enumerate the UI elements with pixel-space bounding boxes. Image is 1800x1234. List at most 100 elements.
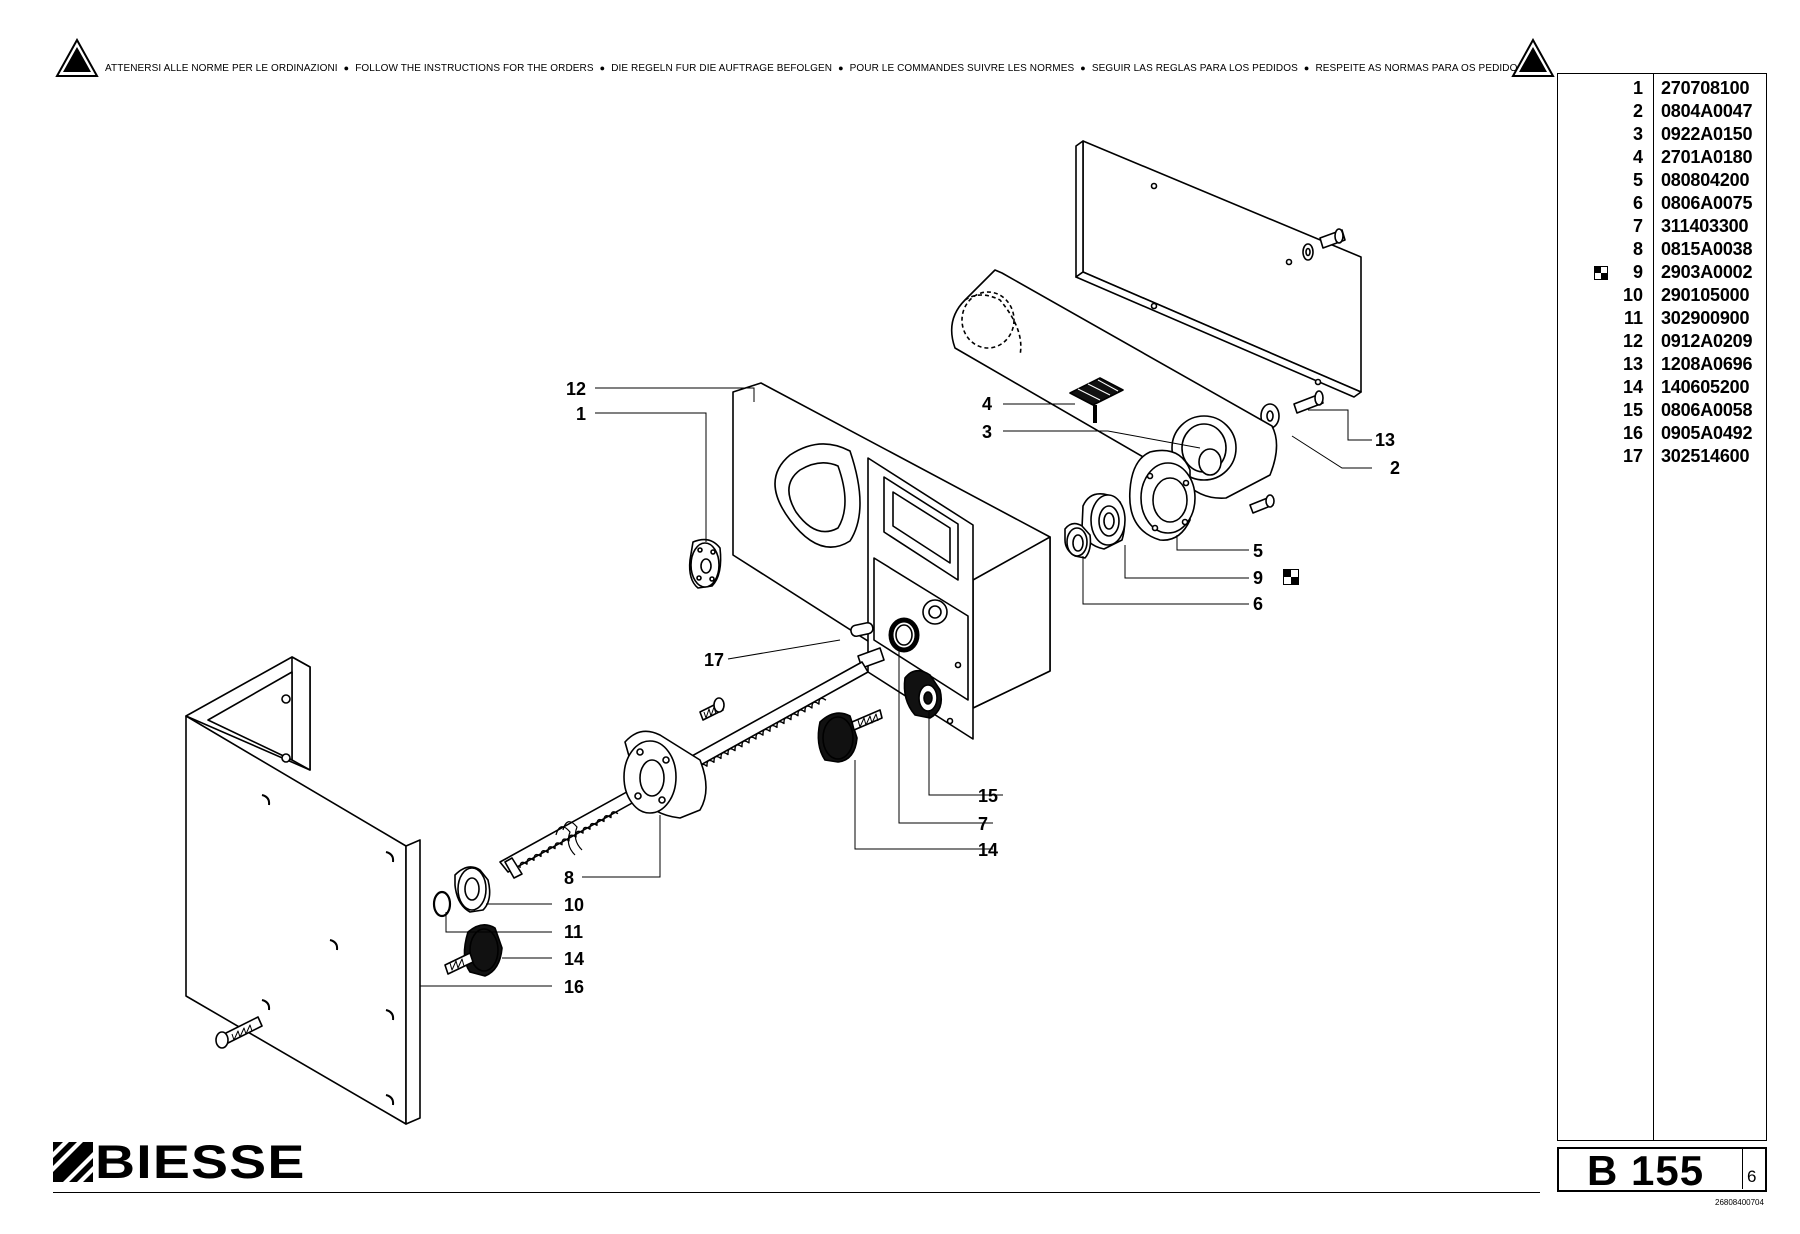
sleeve-drawing: [1064, 522, 1092, 559]
knob-14-lower-drawing: [444, 924, 503, 977]
part-position: 5: [1632, 170, 1643, 190]
part-position: 12: [1622, 331, 1643, 351]
part-position: 10: [1622, 285, 1643, 305]
part-code: 0806A0058: [1661, 400, 1753, 420]
order-instructions-bar: ATTENERSI ALLE NORME PER LE ORDINAZIONI ●…: [55, 38, 1555, 82]
callout-8: 8: [564, 868, 574, 888]
pulley-flange-drawing: [1128, 449, 1196, 541]
part-code: 270708100: [1661, 78, 1750, 98]
callout-2: 2: [1390, 458, 1400, 478]
part-position: 13: [1622, 354, 1643, 374]
part-code: 0912A0209: [1661, 331, 1753, 351]
part-position: 3: [1632, 124, 1643, 144]
instruction-pt: RESPEITE AS NORMAS PARA OS PEDIDOS: [1315, 63, 1525, 74]
callout-4: 4: [982, 394, 992, 414]
part-code: 140605200: [1661, 377, 1750, 397]
snap-ring-drawing: [432, 890, 452, 918]
callout-14-upper: 14: [978, 840, 998, 860]
callout-labels: 12 1 4 3 13 2 5 9 6 17 15 7 14 8 10 11 1…: [564, 379, 1400, 997]
bottom-rule: [53, 1192, 1540, 1193]
part-code: 0804A0047: [1661, 101, 1753, 121]
instruction-fr: POUR LE COMMANDES SUIVRE LES NORMES: [849, 63, 1075, 74]
part-code: 0905A0492: [1661, 423, 1753, 443]
leader-lines: [420, 387, 1372, 987]
part-position: 14: [1622, 377, 1643, 397]
part-position: 11: [1623, 308, 1643, 328]
callout-14-lower: 14: [564, 949, 584, 969]
part-position: 1: [1632, 78, 1643, 98]
callout-5: 5: [1253, 541, 1263, 561]
part-code: 1208A0696: [1661, 354, 1753, 374]
part-row: 14 140605200: [1558, 376, 1768, 399]
part-row: 1 270708100: [1558, 77, 1768, 100]
cap-screw-upper-drawing: [699, 697, 725, 721]
part-position: 15: [1622, 400, 1643, 420]
part-code: 0922A0150: [1661, 124, 1753, 144]
part-position: 8: [1632, 239, 1643, 259]
part-position: 7: [1632, 216, 1643, 236]
instruction-en: FOLLOW THE INSTRUCTIONS FOR THE ORDERS: [355, 63, 594, 74]
checkered-marker-icon: [1594, 266, 1608, 280]
table-code: B 155: [1587, 1147, 1705, 1194]
instruction-it: ATTENERSI ALLE NORME PER LE ORDINAZIONI: [105, 63, 338, 74]
warning-triangle-icon: [55, 38, 99, 77]
instruction-de: DIE REGELN FUR DIE AUFTRAGE BEFOLGEN: [611, 63, 833, 74]
callout-16: 16: [564, 977, 584, 997]
bullet-dot-icon: ●: [343, 63, 350, 73]
bearing-drawing: [1081, 493, 1126, 550]
seal-ring-drawing: [888, 617, 920, 653]
callout-9: 9: [1253, 568, 1263, 588]
toothed-belt-drawing: [1069, 377, 1124, 423]
instruction-es: SEGUIR LAS REGLAS PARA LOS PEDIDOS: [1091, 63, 1298, 74]
part-position: 2: [1632, 101, 1643, 121]
belt-housing-drawing: [950, 269, 1278, 499]
part-row: 8 0815A0038: [1558, 238, 1768, 261]
part-position: 6: [1632, 193, 1643, 213]
biesse-logo-mark: [53, 1142, 93, 1182]
part-position: 4: [1632, 147, 1643, 167]
callout-1: 1: [576, 404, 586, 424]
warning-triangle-icon: [1511, 38, 1555, 77]
bullet-dot-icon: ●: [599, 63, 606, 73]
part-row: 13 1208A0696: [1558, 353, 1768, 376]
page-number: 6: [1747, 1167, 1757, 1186]
callout-17: 17: [704, 650, 724, 670]
part-code: 0806A0075: [1661, 193, 1753, 213]
ball-screw-drawing: [499, 647, 885, 879]
callout-10: 10: [564, 895, 584, 915]
callout-11: 11: [564, 922, 583, 942]
part-row: 12 0912A0209: [1558, 330, 1768, 353]
part-row: 7 311403300: [1558, 215, 1768, 238]
bushing-drawing: [688, 538, 722, 589]
bearing-10-drawing: [454, 866, 491, 913]
callout-7: 7: [978, 814, 988, 834]
part-position: 9: [1632, 262, 1643, 282]
document-number: 26808400704: [1715, 1198, 1764, 1207]
flange-screw-drawing: [1249, 494, 1275, 514]
page-cell: 6: [1742, 1149, 1765, 1189]
part-code: 0815A0038: [1661, 239, 1753, 259]
knob-14-upper-drawing: [817, 709, 883, 763]
order-instructions-text: ATTENERSI ALLE NORME PER LE ORDINAZIONI ●…: [105, 63, 1524, 74]
part-row: 3 0922A0150: [1558, 123, 1768, 146]
cover-plate-drawing: [1075, 140, 1362, 398]
table-number-box: B 155 6: [1557, 1147, 1767, 1194]
callout-3: 3: [982, 422, 992, 442]
part-code: 302514600: [1661, 446, 1750, 466]
part-row: 2 0804A0047: [1558, 100, 1768, 123]
part-code: 311403300: [1661, 216, 1749, 236]
key-drawing: [850, 621, 874, 638]
cap-screw-lower-drawing: [215, 1016, 263, 1049]
main-body-drawing: [732, 382, 1051, 740]
mounting-plate-drawing: [185, 656, 421, 1125]
bullet-dot-icon: ●: [838, 63, 844, 73]
